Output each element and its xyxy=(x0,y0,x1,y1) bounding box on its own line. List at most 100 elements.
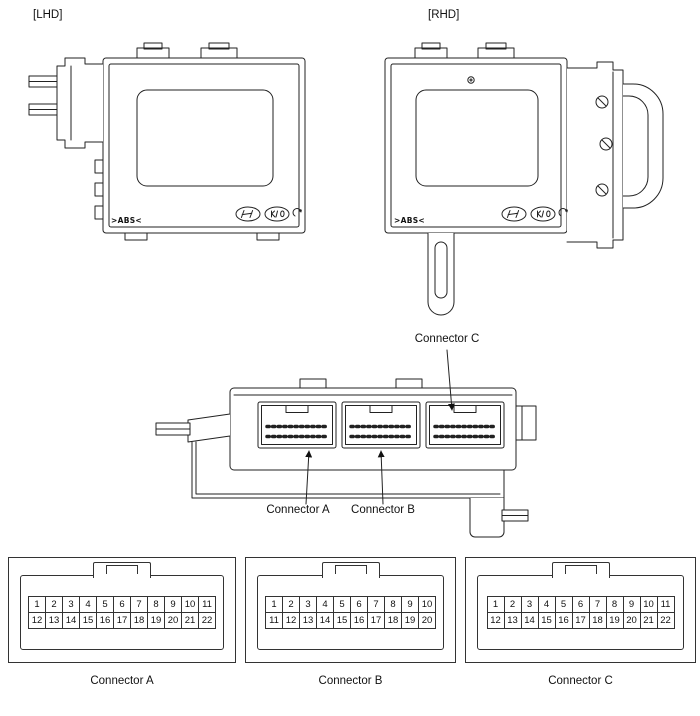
rhd-module-drawing: >ABS< xyxy=(384,42,664,316)
pin-B-20: 20 xyxy=(418,612,436,629)
callout-connector-c: Connector C xyxy=(414,333,480,345)
pin-B-11: 11 xyxy=(265,612,283,629)
pin-A-12: 12 xyxy=(28,612,46,629)
lhd-top-tabs xyxy=(136,42,238,60)
hyundai-logo-icon xyxy=(235,206,261,222)
pin-A-16: 16 xyxy=(96,612,114,629)
rhd-top-tabs xyxy=(414,42,515,60)
pin-A-3: 3 xyxy=(62,596,80,613)
pin-A-14: 14 xyxy=(62,612,80,629)
pin-B-7: 7 xyxy=(367,596,385,613)
pin-B-8: 8 xyxy=(384,596,402,613)
pin-C-3: 3 xyxy=(520,596,539,613)
connector-key-tab-inner-C xyxy=(564,565,597,574)
connector-c-socket xyxy=(425,401,505,449)
pin-C-7: 7 xyxy=(588,596,607,613)
callout-connector-a: Connector A xyxy=(266,504,330,516)
pin-A-8: 8 xyxy=(147,596,165,613)
pin-B-6: 6 xyxy=(350,596,368,613)
certification-mark-icon xyxy=(558,208,568,217)
pin-A-21: 21 xyxy=(181,612,199,629)
pin-C-22: 22 xyxy=(656,612,675,629)
kia-logo-icon xyxy=(530,206,556,222)
pin-C-1: 1 xyxy=(486,596,505,613)
connector-key-tab-inner-B xyxy=(334,565,367,574)
pin-C-2: 2 xyxy=(503,596,522,613)
pin-A-11: 11 xyxy=(198,596,216,613)
pin-A-15: 15 xyxy=(79,612,97,629)
pin-C-9: 9 xyxy=(622,596,641,613)
pin-A-2: 2 xyxy=(45,596,63,613)
hyundai-logo-icon xyxy=(501,206,527,222)
connector-label-B: Connector B xyxy=(318,675,383,687)
callout-connector-b: Connector B xyxy=(351,504,415,516)
pin-A-6: 6 xyxy=(113,596,131,613)
pin-C-5: 5 xyxy=(554,596,573,613)
connector-key-tab-A xyxy=(93,562,151,578)
lhd-mount-bracket xyxy=(28,57,104,220)
lhd-variant-label: [LHD] xyxy=(33,9,63,21)
pin-C-6: 6 xyxy=(571,596,590,613)
pin-A-20: 20 xyxy=(164,612,182,629)
connector-key-tab-C xyxy=(551,562,610,578)
arrow-connector-a xyxy=(305,450,313,505)
pin-B-13: 13 xyxy=(299,612,317,629)
connector-key-tab-inner-A xyxy=(106,565,138,574)
pin-B-18: 18 xyxy=(384,612,402,629)
pin-A-9: 9 xyxy=(164,596,182,613)
connector-b-socket xyxy=(341,401,421,449)
pin-C-10: 10 xyxy=(639,596,658,613)
pin-C-12: 12 xyxy=(486,612,505,629)
pin-C-11: 11 xyxy=(656,596,675,613)
pin-B-5: 5 xyxy=(333,596,351,613)
pin-A-1: 1 xyxy=(28,596,46,613)
pin-B-16: 16 xyxy=(350,612,368,629)
pin-C-20: 20 xyxy=(622,612,641,629)
pin-A-18: 18 xyxy=(130,612,148,629)
connector-view-drawing xyxy=(155,349,537,538)
lhd-module-drawing: >ABS< xyxy=(28,42,306,241)
pin-C-13: 13 xyxy=(503,612,522,629)
pin-A-7: 7 xyxy=(130,596,148,613)
pin-C-17: 17 xyxy=(571,612,590,629)
pin-B-3: 3 xyxy=(299,596,317,613)
callout-arrows xyxy=(305,349,455,505)
abs-marking-rhd: >ABS< xyxy=(394,216,425,225)
pin-B-12: 12 xyxy=(282,612,300,629)
bottom-mount-bracket xyxy=(155,413,529,538)
rhd-screen xyxy=(415,89,539,187)
rhd-mount-bracket xyxy=(566,61,664,249)
pin-A-10: 10 xyxy=(181,596,199,613)
pin-B-10: 10 xyxy=(418,596,436,613)
pin-A-13: 13 xyxy=(45,612,63,629)
rhd-bottom-strap xyxy=(427,232,455,316)
connector-label-A: Connector A xyxy=(90,675,154,687)
pin-B-17: 17 xyxy=(367,612,385,629)
arrow-connector-b xyxy=(377,450,385,505)
connector-a-socket xyxy=(257,401,337,449)
pin-C-21: 21 xyxy=(639,612,658,629)
pin-B-19: 19 xyxy=(401,612,419,629)
connector-key-tab-B xyxy=(321,562,380,578)
rhd-variant-label: [RHD] xyxy=(428,9,460,21)
pin-A-17: 17 xyxy=(113,612,131,629)
pin-A-22: 22 xyxy=(198,612,216,629)
pin-B-4: 4 xyxy=(316,596,334,613)
pin-A-19: 19 xyxy=(147,612,165,629)
pin-C-8: 8 xyxy=(605,596,624,613)
pin-A-4: 4 xyxy=(79,596,97,613)
pin-A-5: 5 xyxy=(96,596,114,613)
